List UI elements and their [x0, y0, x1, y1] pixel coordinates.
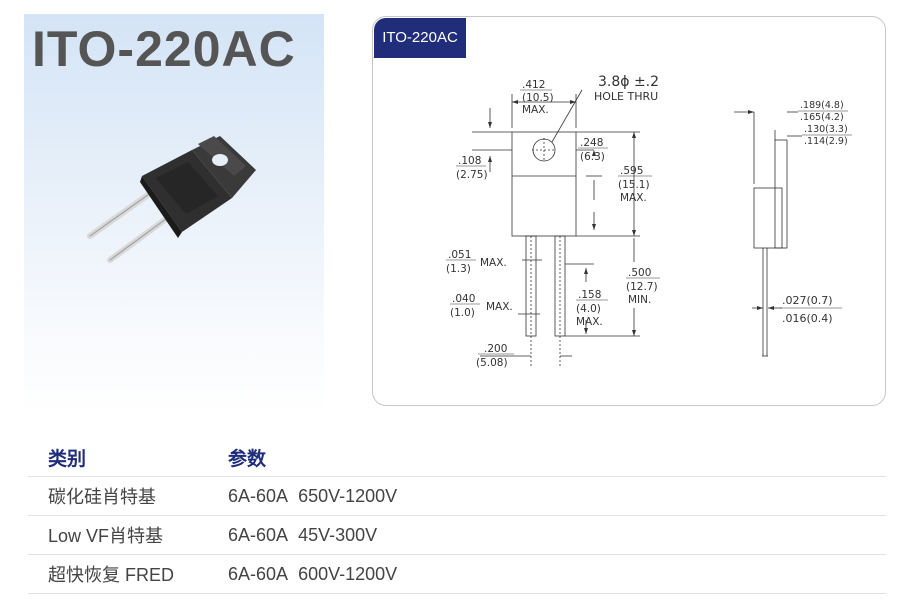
- side-dim-c1: .027(0.7): [782, 294, 833, 307]
- lead-thickness-max: MAX.: [486, 301, 513, 313]
- width-max: MAX.: [522, 104, 549, 116]
- side-dim-c2: .016(0.4): [782, 312, 833, 325]
- lead-length-inch: .500: [628, 267, 651, 279]
- table-row: 超快恢复 FRED 6A-60A 600V-1200V: [28, 554, 886, 594]
- dimension-drawing: 3.8ϕ ±.2 HOLE THRU .412 (10.5) MAX. .248…: [446, 74, 852, 369]
- row-current: 6A-60A: [228, 524, 289, 545]
- lead-width-inch: .051: [448, 249, 471, 261]
- tab-mm: (2.75): [456, 169, 488, 181]
- shoulder-mm: (4.0): [576, 303, 601, 315]
- pitch-mm: (5.08): [476, 357, 508, 369]
- table-header-row: 类别 参数: [28, 438, 886, 477]
- side-dim-b2: .114(2.9): [804, 136, 848, 147]
- row-voltage: 650V-1200V: [298, 485, 398, 506]
- shoulder-inch: .158: [578, 289, 601, 301]
- row-voltage: 600V-1200V: [298, 563, 398, 584]
- hole-thru-label: HOLE THRU: [594, 90, 658, 103]
- tab-inch: .108: [458, 155, 481, 167]
- row-parameters: 6A-60A 45V-300V: [228, 515, 886, 555]
- lead-thickness-inch: .040: [452, 293, 475, 305]
- shoulder-max: MAX.: [576, 316, 603, 328]
- lead-width-max: MAX.: [480, 257, 507, 269]
- pitch-inch: .200: [484, 343, 507, 355]
- row-category: 超快恢复 FRED: [28, 554, 228, 594]
- lead-thickness-mm: (1.0): [450, 307, 475, 319]
- hole-dimension: 3.8ϕ ±.2: [598, 74, 659, 90]
- package-label: ITO-220AC: [374, 18, 466, 58]
- side-dim-a1: .189(4.8): [800, 100, 844, 111]
- hole-pos-mm: (6.3): [580, 151, 605, 163]
- header-parameters: 参数: [228, 438, 886, 477]
- row-category: Low VF肖特基: [28, 515, 228, 555]
- hole-pos-inch: .248: [580, 137, 603, 149]
- component-photo: [87, 136, 256, 263]
- package-body-outline: [511, 131, 577, 237]
- lead-length-mm: (12.7): [626, 281, 658, 293]
- side-dim-a2: .165(4.2): [800, 112, 844, 123]
- product-title: ITO-220AC: [32, 21, 296, 77]
- side-view-body: [753, 187, 783, 249]
- lead-length-min: MIN.: [628, 294, 651, 306]
- row-parameters: 6A-60A 600V-1200V: [228, 554, 886, 594]
- lead-width-mm: (1.3): [446, 263, 471, 275]
- row-current: 6A-60A: [228, 485, 289, 506]
- drawing-card: [372, 16, 886, 406]
- body-height-max: MAX.: [620, 192, 647, 204]
- spec-table: 类别 参数 碳化硅肖特基 6A-60A 650V-1200V Low VF肖特基…: [28, 438, 886, 594]
- body-height-inch: .595: [620, 165, 643, 177]
- row-parameters: 6A-60A 650V-1200V: [228, 476, 886, 516]
- table-row: Low VF肖特基 6A-60A 45V-300V: [28, 515, 886, 555]
- row-category: 碳化硅肖特基: [28, 476, 228, 516]
- header-category: 类别: [28, 438, 228, 477]
- table-row: 碳化硅肖特基 6A-60A 650V-1200V: [28, 476, 886, 516]
- body-height-mm: (15.1): [618, 179, 650, 191]
- row-voltage: 45V-300V: [298, 524, 378, 545]
- width-inch: .412: [522, 79, 545, 91]
- side-dim-b1: .130(3.3): [804, 124, 848, 135]
- row-current: 6A-60A: [228, 563, 289, 584]
- width-mm: (10.5): [522, 92, 554, 104]
